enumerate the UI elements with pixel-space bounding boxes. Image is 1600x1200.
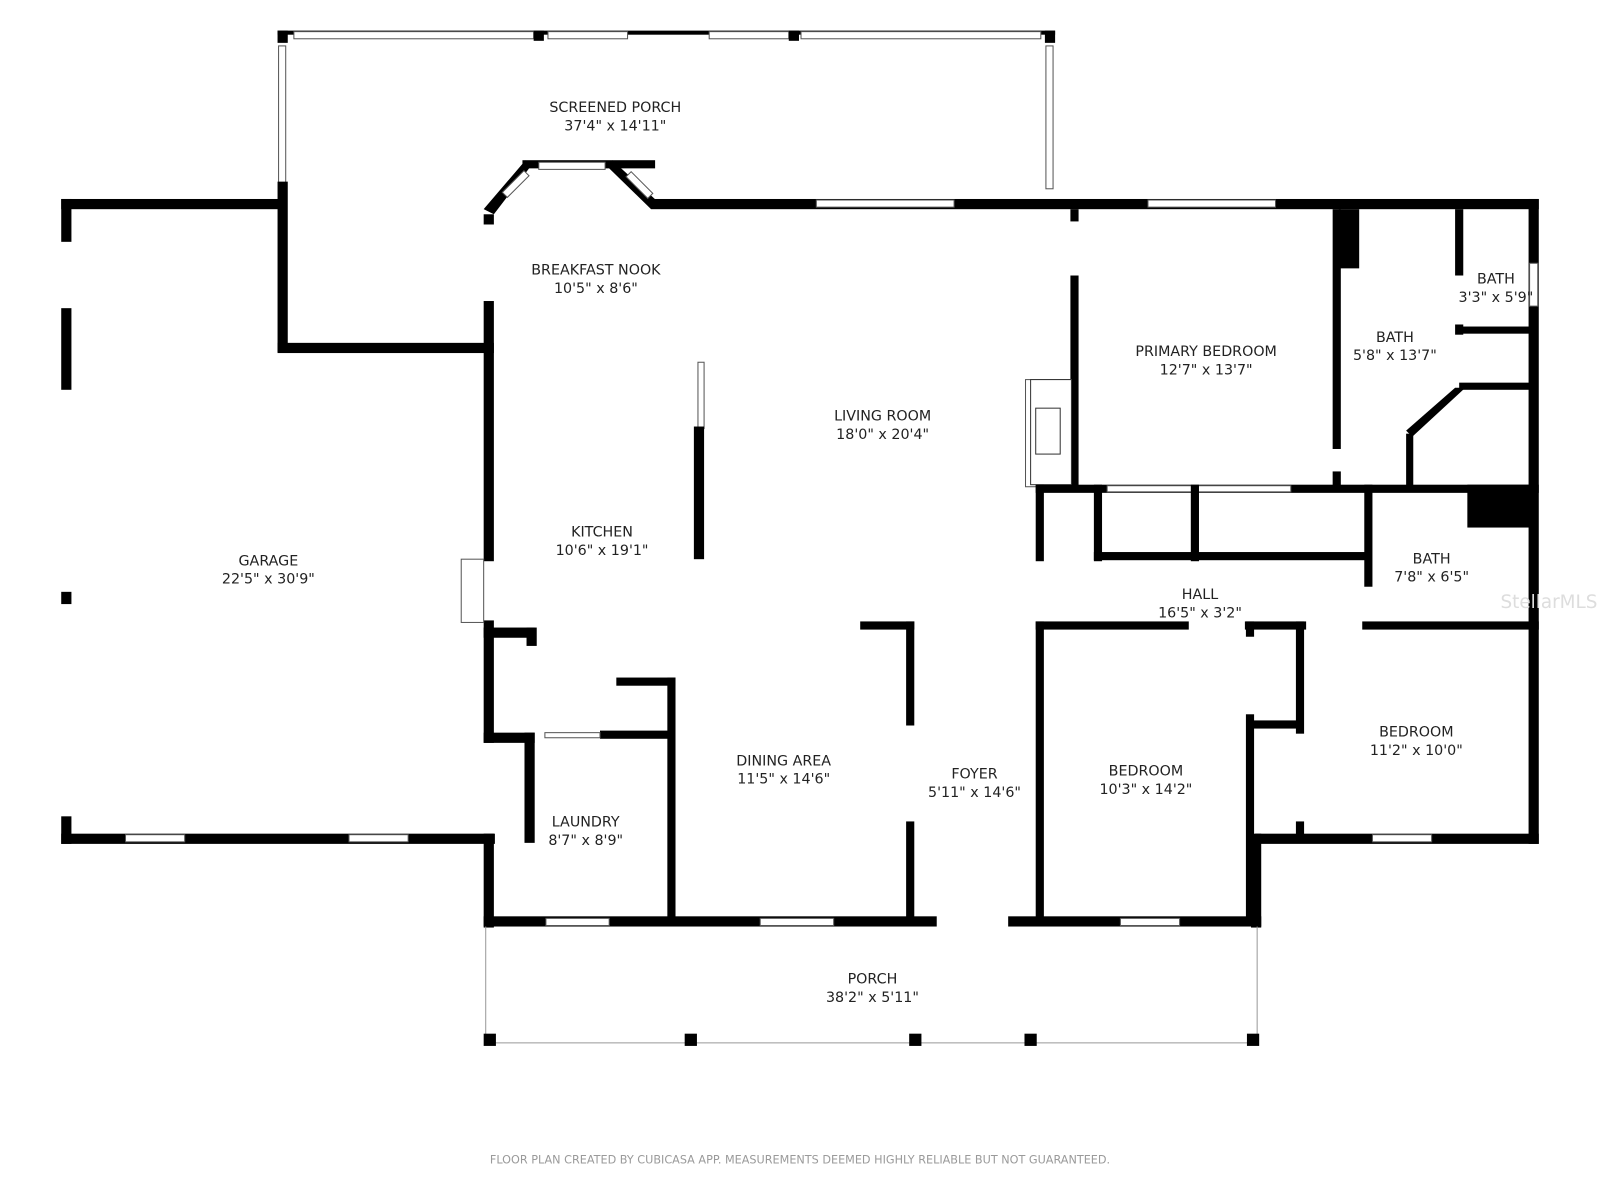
room-name: FOYER (951, 767, 997, 783)
room-size: 3'3" x 5'9" (1459, 290, 1534, 306)
room-size: 7'8" x 6'5" (1394, 570, 1469, 586)
room-size: 5'8" x 13'7" (1353, 348, 1437, 364)
room-name: BATH (1413, 551, 1451, 567)
room-name: BREAKFAST NOOK (531, 262, 661, 278)
room-name: PORCH (848, 972, 898, 988)
room-name: LAUNDRY (552, 815, 620, 831)
room-name: KITCHEN (571, 525, 633, 541)
room-size: 38'2" x 5'11" (826, 990, 919, 1006)
room-size: 12'7" x 13'7" (1160, 362, 1253, 378)
room-size: 11'2" x 10'0" (1370, 743, 1463, 759)
room-labels: SCREENED PORCH 37'4" x 14'11" BREAKFAST N… (222, 100, 1533, 1006)
room-size: 18'0" x 20'4" (836, 427, 929, 443)
room-size: 10'6" x 19'1" (556, 543, 649, 559)
room-size: 8'7" x 8'9" (548, 833, 623, 849)
room-size: 22'5" x 30'9" (222, 572, 315, 588)
walls (61, 30, 1539, 1046)
room-name: SCREENED PORCH (549, 100, 681, 116)
room-name: HALL (1182, 587, 1218, 603)
fireplace (1030, 379, 1072, 486)
room-size: 10'5" x 8'6" (554, 281, 638, 297)
room-name: BATH (1376, 330, 1414, 346)
room-name: BATH (1477, 272, 1515, 288)
room-name: LIVING ROOM (834, 408, 931, 424)
room-size: 11'5" x 14'6" (737, 772, 830, 788)
room-name: GARAGE (239, 553, 299, 569)
footer-disclaimer: FLOOR PLAN CREATED BY CUBICASA APP. MEAS… (490, 1153, 1110, 1166)
room-size: 10'3" x 14'2" (1099, 782, 1192, 798)
room-name: BEDROOM (1109, 764, 1183, 780)
room-size: 5'11" x 14'6" (928, 785, 1021, 801)
watermark: StellarMLS (1501, 592, 1598, 613)
room-size: 37'4" x 14'11" (564, 119, 666, 135)
room-name: PRIMARY BEDROOM (1135, 344, 1277, 360)
room-name: DINING AREA (736, 753, 831, 769)
room-size: 16'5" x 3'2" (1158, 605, 1242, 621)
room-name: BEDROOM (1379, 725, 1453, 741)
